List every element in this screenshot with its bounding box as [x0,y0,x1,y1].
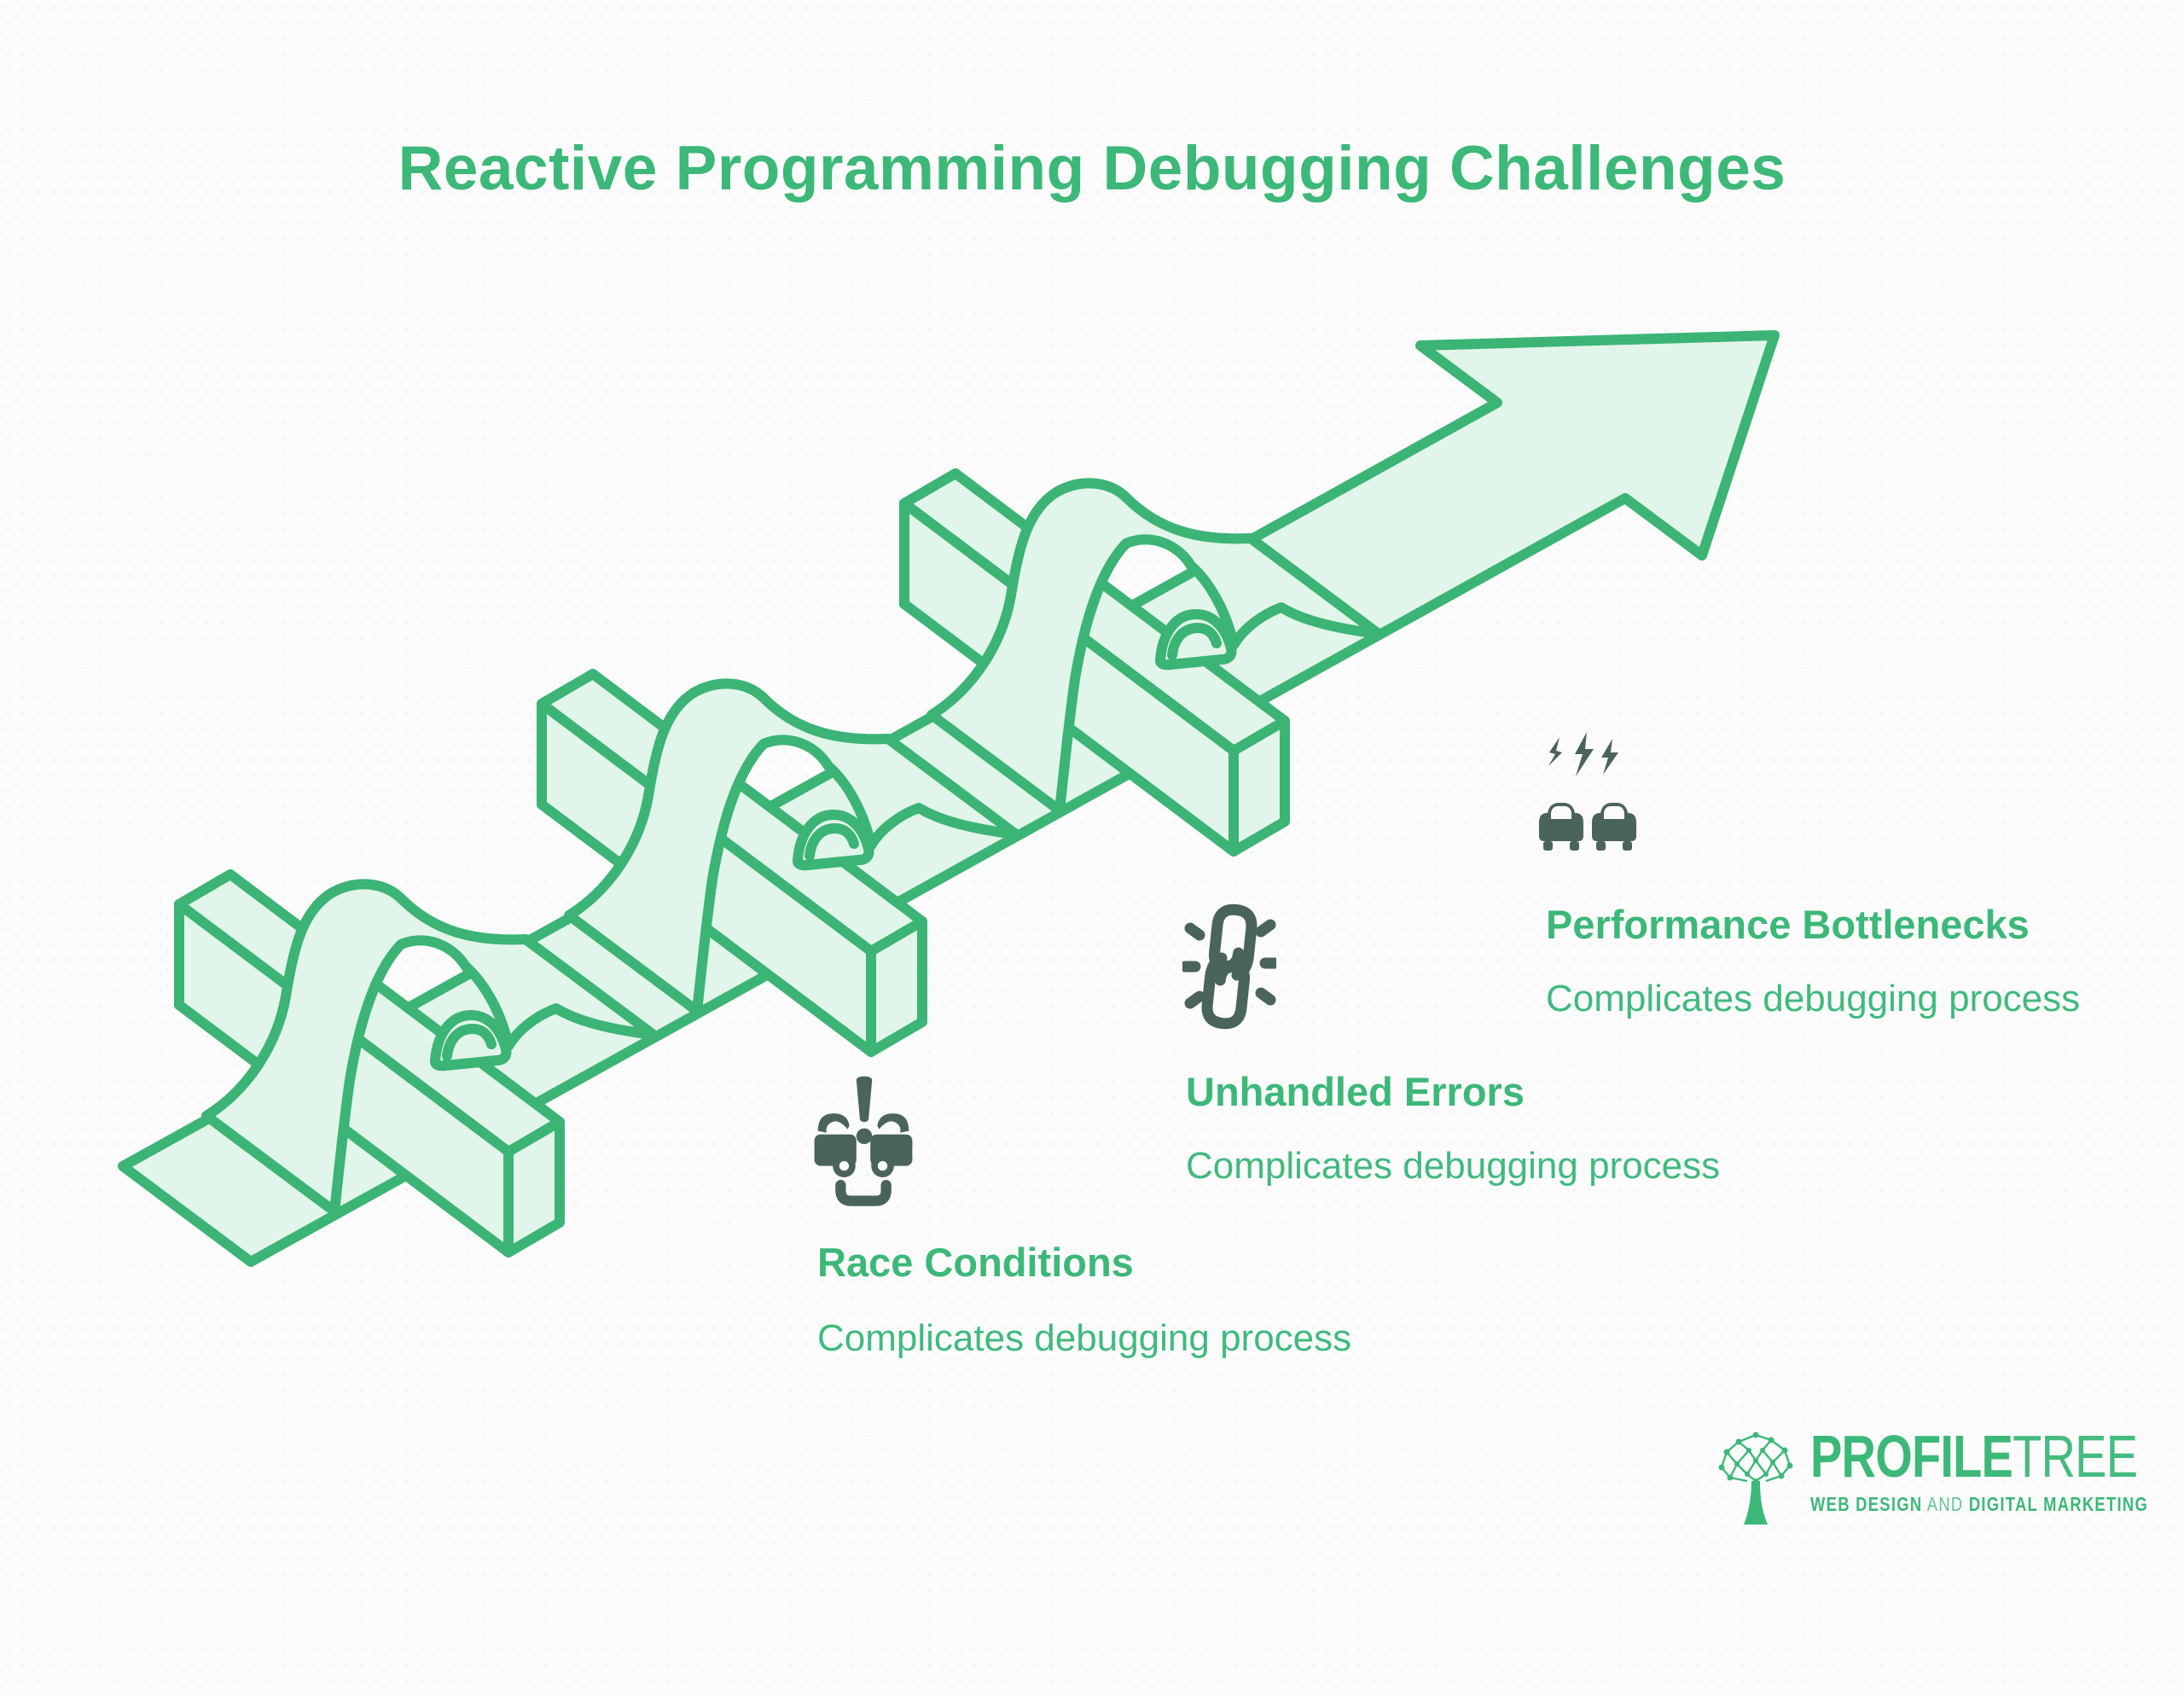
page-title: Reactive Programming Debugging Challenge… [398,134,1786,203]
challenge-description-race-conditions: Complicates debugging process [817,1317,1352,1359]
profiletree-logo-icon [1718,1432,1793,1525]
challenge-label-unhandled-errors: Unhandled Errors [1186,1069,1525,1114]
spark-dashes [1182,919,1276,1009]
logo-name-primary: PROFILE [1810,1423,2013,1490]
logo-tagline-lead: WEB DESIGN [1810,1493,1923,1516]
challenge-label-race-conditions: Race Conditions [817,1240,1134,1285]
challenge-description-unhandled-errors: Complicates debugging process [1186,1145,1721,1187]
car-left [814,1113,857,1177]
profiletree-logo: PROFILETREE WEB DESIGN AND DIGITAL MARKE… [1713,1426,2184,1532]
car-right [870,1113,913,1177]
challenge-label-performance-bottlenecks: Performance Bottlenecks [1546,902,2030,947]
logo-tagline: WEB DESIGN AND DIGITAL MARKETING [1810,1493,2148,1516]
challenge-description-performance-bottlenecks: Complicates debugging process [1546,978,2081,1019]
logo-tagline-mid: AND [1922,1493,1969,1516]
logo-text: PROFILETREE WEB DESIGN AND DIGITAL MARKE… [1810,1426,2148,1516]
car-front-left [1539,803,1583,851]
logo-name: PROFILETREE [1810,1426,2148,1486]
logo-name-secondary: TREE [2013,1423,2138,1490]
traffic-jam-icon [1539,732,1636,851]
broken-chain-icon [1182,903,1276,1030]
logo-tagline-tail: DIGITAL MARKETING [1968,1493,2149,1516]
race-cars-icon [814,1076,913,1206]
car-front-right [1592,803,1636,851]
lightning-icon [1548,732,1618,776]
